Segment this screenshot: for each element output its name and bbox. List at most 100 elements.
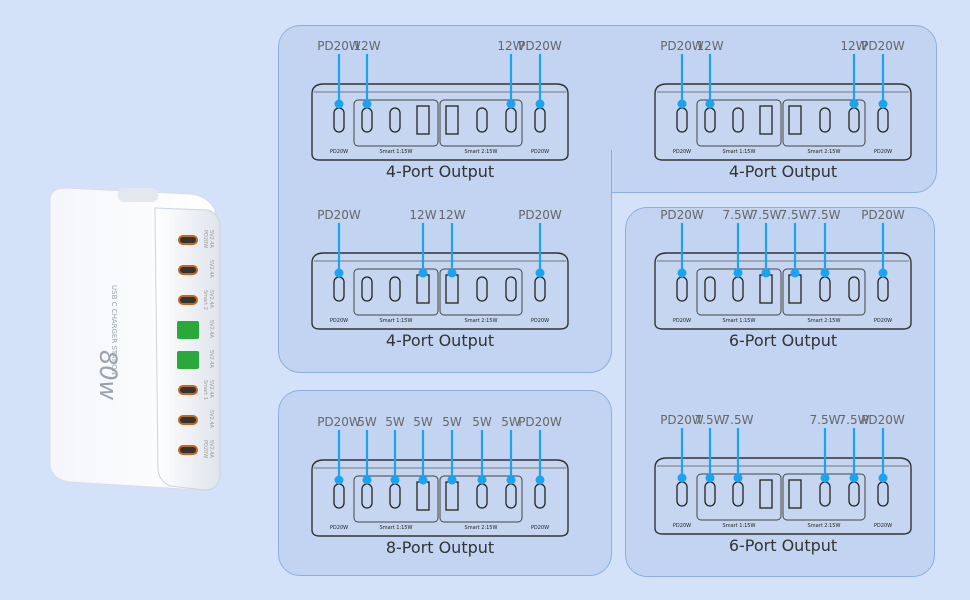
callout-dot — [418, 268, 428, 278]
smart1-label: Smart 1:15W — [723, 523, 756, 529]
callout-label: 5W — [442, 415, 462, 429]
smart1-label: Smart 1:15W — [723, 149, 756, 155]
port-rating-label: 5V2.4A — [208, 350, 214, 369]
callout-label: PD20W — [861, 39, 905, 53]
callout-label: 5W — [501, 415, 521, 429]
side-label: Smart 1 — [202, 380, 208, 400]
callout-dot — [535, 99, 545, 109]
usb-a-port — [788, 479, 802, 509]
callout-dot — [535, 475, 545, 485]
callout-label: 5W — [413, 415, 433, 429]
callout-label: 12W — [438, 208, 465, 222]
diagram-title: 4-Port Output — [385, 331, 495, 350]
usb-a-port — [759, 479, 773, 509]
smart1-label: Smart 1:15W — [380, 149, 413, 155]
callout-dot — [761, 268, 771, 278]
callout-label: 5W — [357, 415, 377, 429]
callout-dot — [878, 268, 888, 278]
usb-a-port — [416, 105, 430, 135]
callout-label: 7.5W — [723, 413, 754, 427]
diagram-title: 6-Port Output — [728, 331, 838, 350]
callout-label: PD20W — [518, 415, 562, 429]
wattage-logo: 80w — [94, 350, 122, 401]
callout-label: 7.5W — [839, 413, 870, 427]
callout-dot — [418, 475, 428, 485]
usb-c-port — [178, 265, 198, 275]
callout-dot — [535, 268, 545, 278]
callout-dot — [705, 99, 715, 109]
usb-c-port — [704, 276, 716, 302]
callout-dot — [820, 268, 830, 278]
diagram-title: 4-Port Output — [728, 162, 838, 181]
callout-label: 12W — [840, 39, 867, 53]
smart1-label: Smart 1:15W — [380, 318, 413, 324]
callout-label: 7.5W — [695, 413, 726, 427]
usb-c-port — [178, 445, 198, 455]
usb-c-port — [476, 107, 488, 133]
smart1-label: Smart 1:15W — [723, 318, 756, 324]
callout-label: PD20W — [317, 208, 361, 222]
smart1-label: Smart 1:15W — [380, 525, 413, 531]
smart2-label: Smart 2:15W — [465, 149, 498, 155]
callout-label: PD20W — [861, 208, 905, 222]
smart2-label: Smart 2:15W — [808, 523, 841, 529]
usb-c-port — [848, 276, 860, 302]
smart-group-1 — [353, 268, 439, 316]
diagram-title: 8-Port Output — [385, 538, 495, 557]
callout-label: 5W — [472, 415, 492, 429]
port-rating-label: 5V2.4A — [208, 410, 214, 429]
callout-dot — [362, 99, 372, 109]
callout-dot — [334, 268, 344, 278]
callout-label: PD20W — [861, 413, 905, 427]
usb-a-port — [177, 351, 199, 369]
pd-port-label: PD20W — [673, 149, 691, 155]
callout-dot — [677, 473, 687, 483]
smart2-label: Smart 2:15W — [808, 149, 841, 155]
callout-dot — [705, 473, 715, 483]
port-rating-label: 5V2.4A — [208, 320, 214, 339]
callout-label: PD20W — [518, 39, 562, 53]
callout-label: 7.5W — [751, 208, 782, 222]
pd-port-label: PD20W — [673, 523, 691, 529]
usb-a-port — [445, 105, 459, 135]
pd-port-label: PD20W — [874, 149, 892, 155]
callout-label: 12W — [409, 208, 436, 222]
port-rating-label: 5V2.4A — [208, 290, 214, 309]
pd-port-label: PD20W — [874, 523, 892, 529]
callout-dot — [849, 99, 859, 109]
smart2-label: Smart 2:15W — [808, 318, 841, 324]
port-rating-label: 5V2.4A — [208, 440, 214, 459]
port-rating-label: 5V2.4A — [208, 380, 214, 399]
callout-dot — [820, 473, 830, 483]
callout-label: 7.5W — [723, 208, 754, 222]
callout-label: PD20W — [660, 39, 704, 53]
callout-label: PD20W — [660, 413, 704, 427]
callout-label: 7.5W — [780, 208, 811, 222]
smart-group-2 — [439, 99, 523, 147]
side-label: Smart 2 — [202, 290, 208, 310]
callout-label: PD20W — [317, 39, 361, 53]
callout-label: PD20W — [317, 415, 361, 429]
pd-port-label: PD20W — [330, 149, 348, 155]
pd-port-label: PD20W — [531, 525, 549, 531]
callout-label: 12W — [353, 39, 380, 53]
callout-dot — [334, 475, 344, 485]
pd-port-label: PD20W — [874, 318, 892, 324]
usb-c-port — [819, 107, 831, 133]
callout-dot — [506, 99, 516, 109]
callout-dot — [506, 475, 516, 485]
usb-c-port — [178, 415, 198, 425]
callout-dot — [447, 268, 457, 278]
smart2-label: Smart 2:15W — [465, 525, 498, 531]
smart2-label: Smart 2:15W — [465, 318, 498, 324]
callout-label: 7.5W — [810, 413, 841, 427]
callout-dot — [849, 473, 859, 483]
callout-dot — [362, 475, 372, 485]
usb-c-port — [178, 295, 198, 305]
